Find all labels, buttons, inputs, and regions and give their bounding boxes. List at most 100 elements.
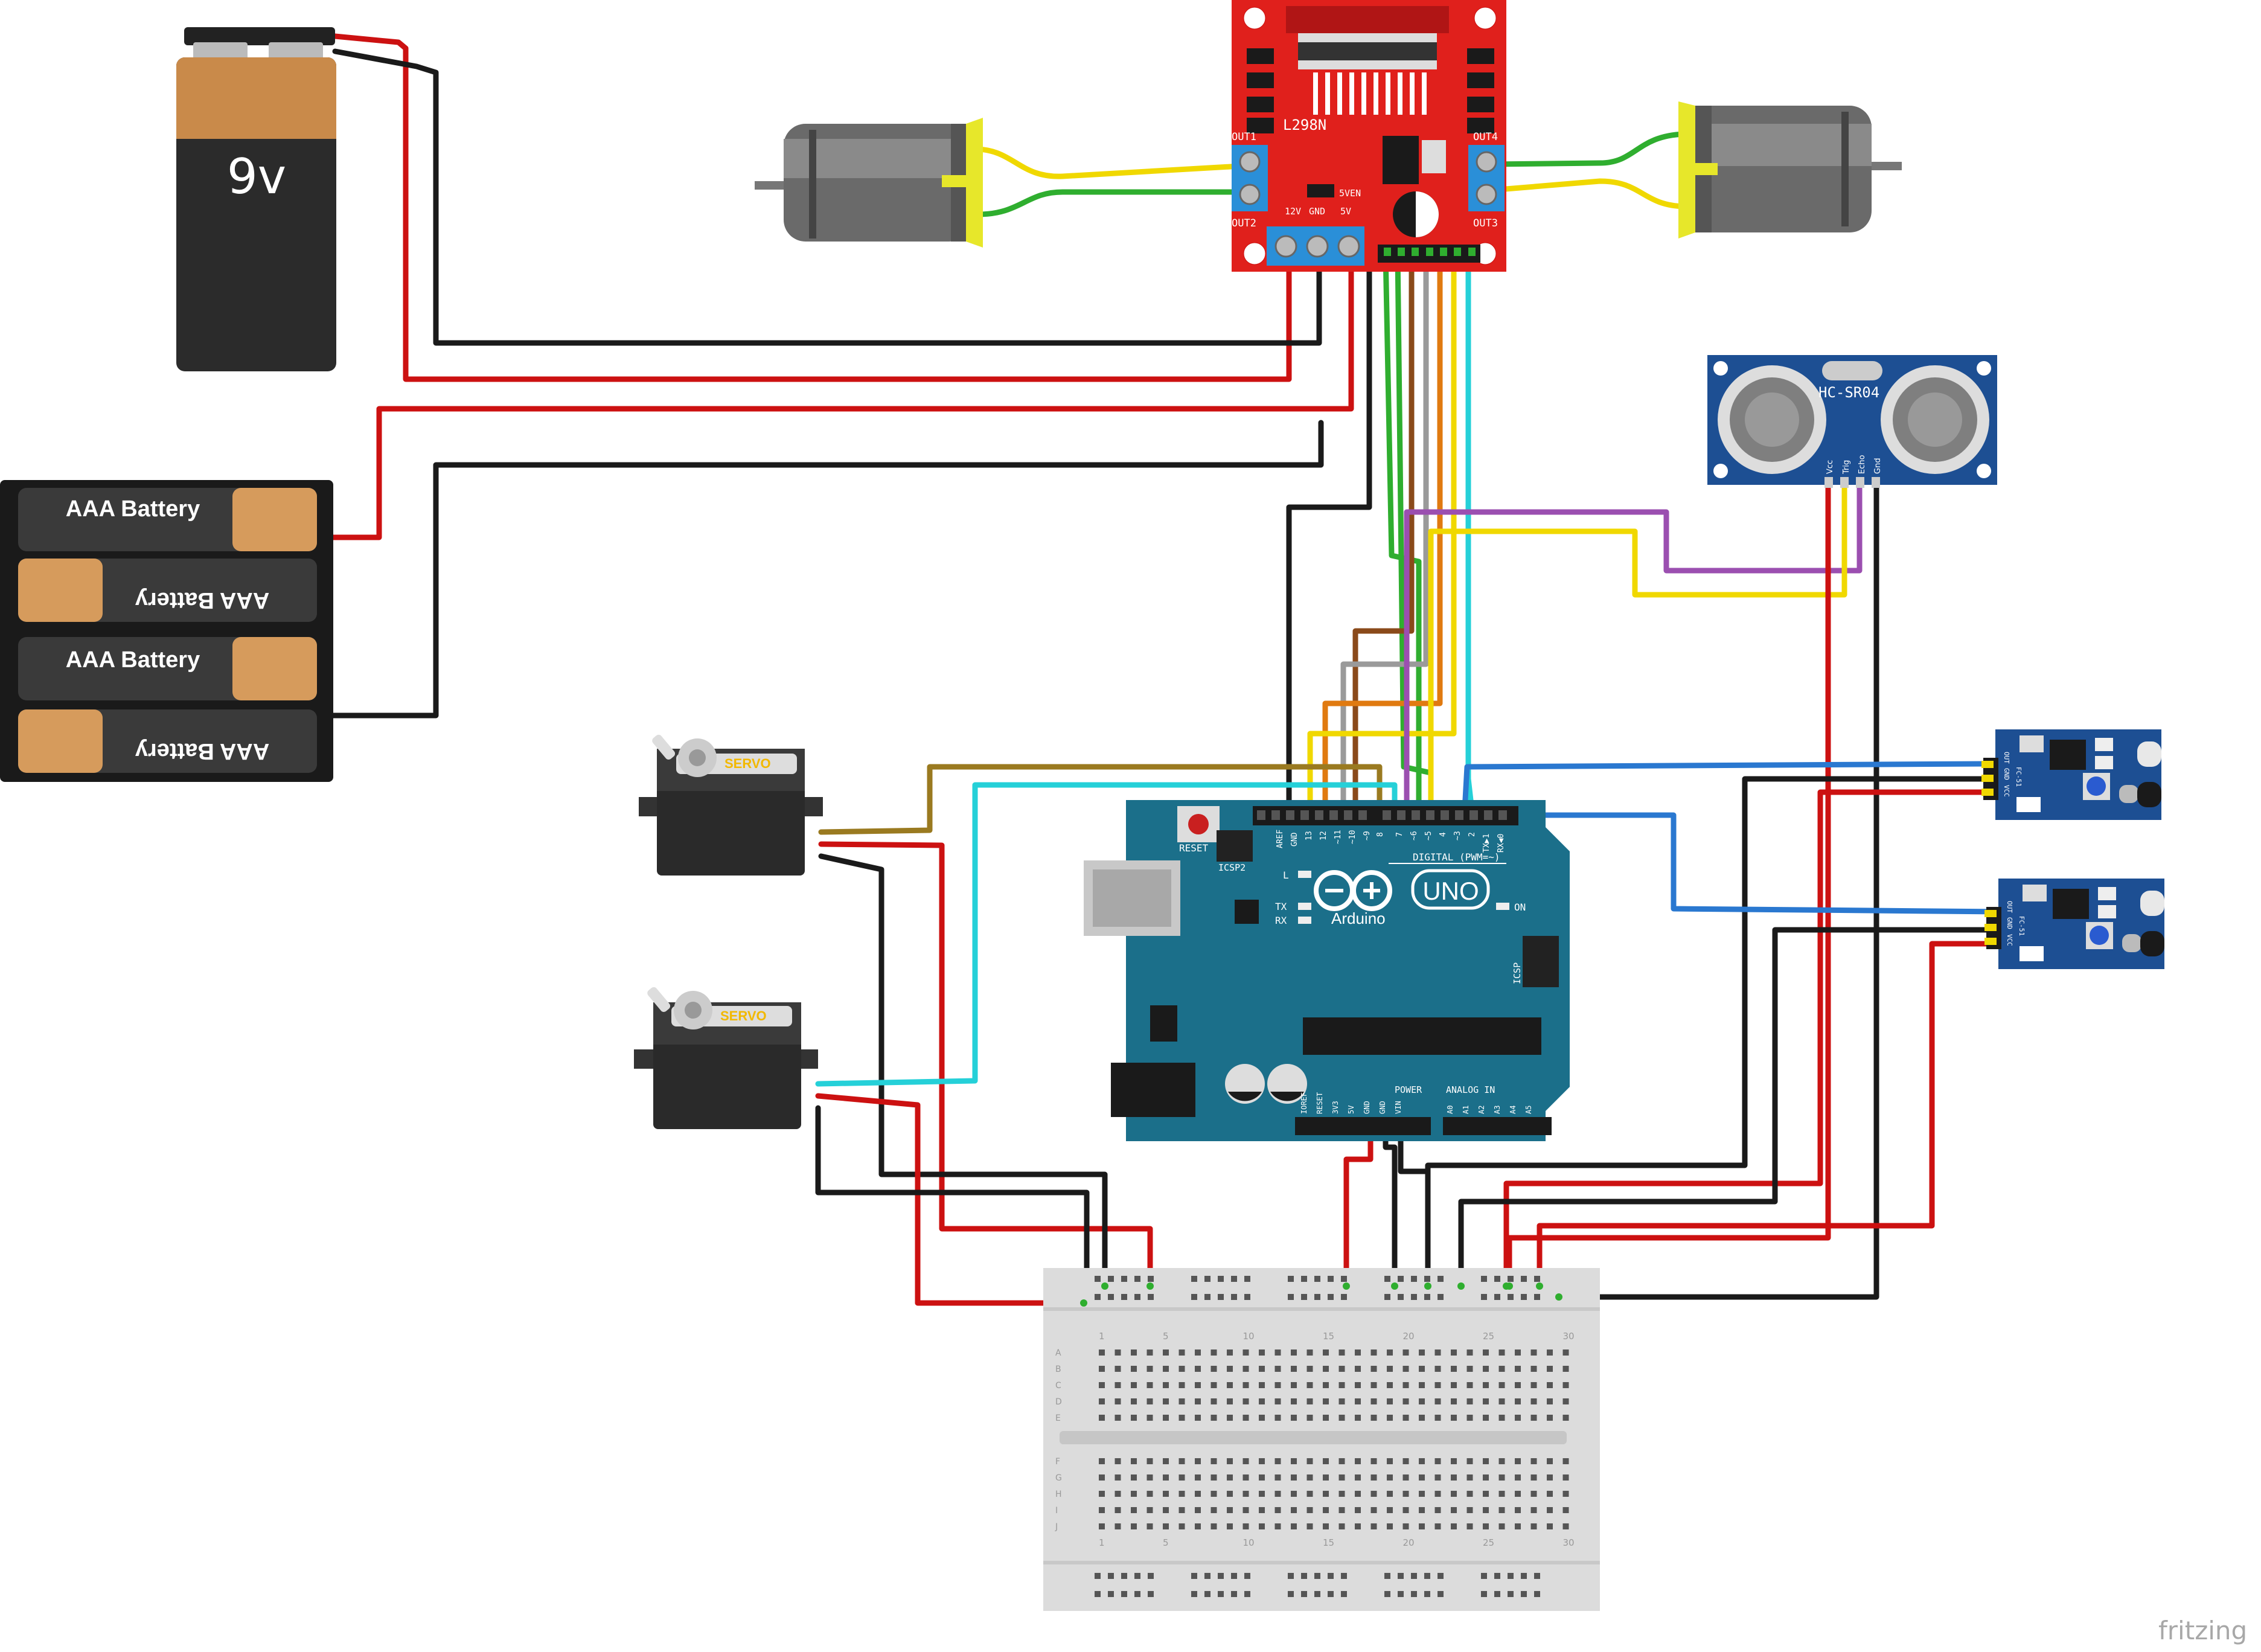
ir1-pin-out: OUT bbox=[2003, 752, 2010, 764]
breadboard-column-number: 1 bbox=[1099, 1331, 1105, 1342]
ultrasonic-model-label: HC-SR04 bbox=[1818, 384, 1879, 401]
breadboard-row-letter: H bbox=[1055, 1490, 1062, 1499]
driver-gnd-label: GND bbox=[1309, 206, 1325, 217]
wire-right-motor-b[interactable] bbox=[1488, 178, 1687, 210]
breadboard-column-number: 15 bbox=[1323, 1331, 1334, 1342]
arduino-pin-5v: 5V bbox=[1347, 1106, 1355, 1114]
aaa-cell-2-label: AAA Battery bbox=[135, 587, 269, 613]
wire-arduino-gnd-rail[interactable] bbox=[1383, 1120, 1398, 1289]
wire-in3[interactable] bbox=[1340, 251, 1429, 824]
arduino-led-rx-label: RX bbox=[1275, 915, 1287, 926]
arduino-pin-a1: A1 bbox=[1462, 1106, 1470, 1114]
arduino-pin-tx1: TX▶1 bbox=[1482, 834, 1491, 853]
aaa-cell-2: AAA Battery bbox=[18, 559, 317, 622]
wire-arduino-5v-rail[interactable] bbox=[1343, 1120, 1374, 1289]
ir2-pin-gnd: GND bbox=[2006, 917, 2013, 929]
hc-sr04-ultrasonic-sensor: HC-SR04 Vcc Trig Echo Gnd bbox=[1707, 355, 1997, 488]
dc-motor-right bbox=[1678, 101, 1902, 239]
ir2-pin-vcc: VCC bbox=[2006, 934, 2013, 946]
arduino-analog-label: ANALOG IN bbox=[1446, 1084, 1495, 1095]
wire-in2[interactable] bbox=[1352, 251, 1415, 824]
wire-servo1-vcc[interactable] bbox=[818, 841, 1153, 1289]
driver-out3-label: OUT3 bbox=[1473, 217, 1498, 229]
breadboard-column-number: 25 bbox=[1483, 1537, 1494, 1548]
arduino-pin-4: 4 bbox=[1439, 832, 1448, 837]
breadboard-column-number: 15 bbox=[1323, 1537, 1334, 1548]
wire-servo2-vcc[interactable] bbox=[815, 1093, 1087, 1306]
ultrasonic-pin-trig: Trig bbox=[1842, 460, 1851, 475]
wire-aaa-negative[interactable] bbox=[328, 420, 1324, 719]
wire-right-motor-a[interactable] bbox=[1488, 131, 1687, 167]
wire-ultrasonic-echo[interactable] bbox=[1428, 480, 1847, 824]
arduino-pin-6: ~6 bbox=[1410, 831, 1419, 840]
breadboard-column-number: 5 bbox=[1163, 1331, 1169, 1342]
servo-motor-2: SERVO bbox=[634, 987, 818, 1129]
arduino-icsp-label: ICSP bbox=[1512, 962, 1523, 984]
wire-ultrasonic-vcc[interactable] bbox=[1506, 480, 1831, 1289]
arduino-pin-9: ~9 bbox=[1363, 831, 1372, 840]
wire-ir2-gnd[interactable] bbox=[1458, 927, 2004, 1289]
wire-ir2-vcc[interactable] bbox=[1537, 941, 2004, 1289]
arduino-led-on-label: ON bbox=[1514, 901, 1526, 913]
driver-5ven-label: 5VEN bbox=[1339, 188, 1361, 199]
arduino-led-l-label: L bbox=[1283, 869, 1289, 881]
breadboard-row-letter: I bbox=[1055, 1506, 1058, 1516]
wire-ultrasonic-trig[interactable] bbox=[1404, 480, 1863, 824]
wire-9v-negative[interactable] bbox=[332, 48, 1322, 346]
wire-ultrasonic-gnd[interactable] bbox=[1556, 480, 1879, 1300]
ir1-model: FC-51 bbox=[2015, 767, 2023, 787]
connection-points bbox=[1080, 1282, 1562, 1307]
arduino-pin-8: 8 bbox=[1376, 832, 1385, 837]
wire-left-motor-b[interactable] bbox=[975, 189, 1244, 217]
ir1-pin-gnd: GND bbox=[2003, 768, 2010, 780]
arduino-reset-label: RESET bbox=[1179, 842, 1209, 854]
aaa-cell-4: AAA Battery bbox=[18, 709, 317, 773]
wire-ir1-vcc[interactable] bbox=[1503, 789, 1989, 1289]
battery-9v: 9v bbox=[176, 27, 336, 371]
arduino-pin-a2: A2 bbox=[1477, 1106, 1486, 1114]
arduino-icsp2-label: ICSP2 bbox=[1218, 862, 1246, 873]
wire-9v-positive[interactable] bbox=[332, 33, 1292, 382]
ir2-model: FC-51 bbox=[2018, 916, 2026, 936]
arduino-uno-board: RESET ICSP2 AREF GND 13 12 ~11 ~10 ~9 8 … bbox=[1084, 800, 1570, 1141]
breadboard-column-number: 20 bbox=[1403, 1537, 1415, 1548]
wire-servo2-signal[interactable] bbox=[815, 782, 1398, 1087]
breadboard-column-number: 10 bbox=[1243, 1331, 1255, 1342]
driver-5v-label: 5V bbox=[1340, 206, 1351, 217]
arduino-brand-label: Arduino bbox=[1331, 909, 1386, 927]
breadboard-column-number: 20 bbox=[1403, 1331, 1415, 1342]
arduino-pin-a5: A5 bbox=[1524, 1106, 1533, 1114]
servo-2-label: SERVO bbox=[720, 1008, 767, 1023]
wire-aaa-positive[interactable] bbox=[328, 269, 1354, 540]
ir-obstacle-sensor-2: OUT GND VCC FC-51 bbox=[1984, 879, 2164, 969]
wire-left-motor-a[interactable] bbox=[975, 146, 1244, 179]
wire-enb[interactable] bbox=[1307, 251, 1457, 824]
arduino-pin-rx0: RX◀0 bbox=[1497, 834, 1506, 853]
wire-enb-cyan[interactable] bbox=[1465, 251, 1476, 824]
arduino-pin-13: 13 bbox=[1305, 831, 1314, 840]
breadboard-column-number: 30 bbox=[1563, 1331, 1575, 1342]
wire-servo1-gnd[interactable] bbox=[818, 853, 1108, 1289]
arduino-pin-gnd2: GND bbox=[1378, 1101, 1387, 1114]
battery-9v-label: 9v bbox=[227, 149, 286, 205]
arduino-power-label: POWER bbox=[1395, 1084, 1422, 1095]
wire-in4[interactable] bbox=[1322, 251, 1443, 824]
breadboard-column-number: 10 bbox=[1243, 1537, 1255, 1548]
wire-ir1-gnd[interactable] bbox=[1425, 776, 1989, 1289]
breadboard-row-letter: E bbox=[1055, 1413, 1061, 1423]
arduino-led-tx-label: TX bbox=[1275, 901, 1287, 912]
arduino-pin-10: ~10 bbox=[1348, 830, 1357, 844]
driver-out4-label: OUT4 bbox=[1473, 131, 1498, 143]
wire-driver-gnd-arduino[interactable] bbox=[1286, 251, 1372, 824]
driver-out1-label: OUT1 bbox=[1232, 131, 1256, 143]
fritzing-watermark: fritzing bbox=[2158, 1616, 2247, 1645]
arduino-digital-label: DIGITAL (PWM=~) bbox=[1413, 851, 1500, 863]
arduino-pin-2: 2 bbox=[1468, 832, 1477, 837]
ultrasonic-pin-gnd: Gnd bbox=[1873, 458, 1882, 474]
breadboard-row-letter: D bbox=[1055, 1397, 1062, 1407]
arduino-pin-a4: A4 bbox=[1509, 1106, 1517, 1114]
wire-servo2-gnd[interactable] bbox=[815, 1105, 1090, 1289]
arduino-pin-7: 7 bbox=[1395, 832, 1404, 837]
